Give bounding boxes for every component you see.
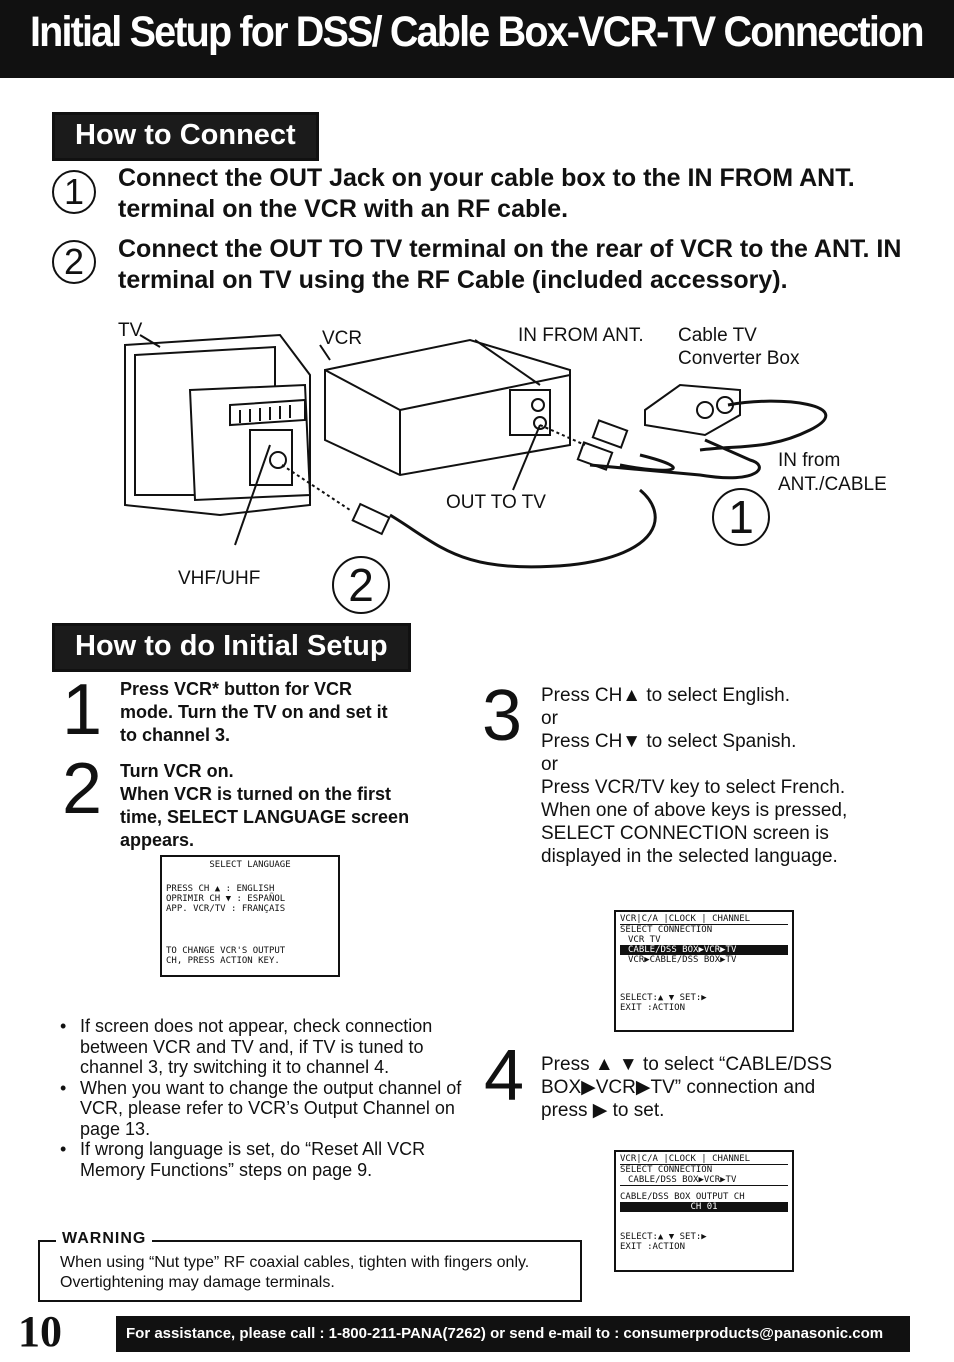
osd-connection-option-3: VCR▶CABLE/DSS BOX▶TV xyxy=(628,955,737,965)
converter-box-label: Converter Box xyxy=(678,348,800,369)
osd-language-footer-2: CH, PRESS ACTION KEY. xyxy=(166,956,280,966)
osd-output-footer-2: EXIT :ACTION xyxy=(620,1242,686,1252)
note-item: When you want to change the output chann… xyxy=(60,1078,470,1140)
title-bar: Initial Setup for DSS/ Cable Box-VCR-TV … xyxy=(0,0,954,78)
setup-step-2-line-1: Turn VCR on. xyxy=(120,761,234,781)
assistance-text: For assistance, please call : 1-800-211-… xyxy=(126,1325,884,1342)
setup-step-3-text: Press CH▲ to select English. or Press CH… xyxy=(541,684,931,868)
osd-connection-footer-1: SELECT:▲ ▼ SET:▶ xyxy=(620,993,707,1003)
setup-step-3-line-2: or xyxy=(541,708,558,729)
in-from-label: IN from xyxy=(778,450,841,471)
select-language-screen: SELECT LANGUAGE PRESS CH ▲ : ENGLISH OPR… xyxy=(160,855,340,977)
setup-step-4-text: Press ▲ ▼ to select “CABLE/DSS BOX▶VCR▶T… xyxy=(541,1053,931,1122)
out-to-tv-label: OUT TO TV xyxy=(446,492,546,513)
osd-output-connection: CABLE/DSS BOX▶VCR▶TV xyxy=(620,1175,788,1186)
osd-output-title: SELECT CONNECTION xyxy=(620,1165,713,1175)
select-connection-screen: VCR|C/A |CLOCK | CHANNEL SELECT CONNECTI… xyxy=(614,910,794,1032)
connection-diagram xyxy=(124,333,828,569)
vhf-uhf-label: VHF/UHF xyxy=(178,568,261,589)
step-circle-1: 1 xyxy=(52,170,96,214)
osd-connection-option-1: VCR TV xyxy=(628,935,661,945)
step-circle-2: 2 xyxy=(52,240,96,284)
osd-output-value-selected: CH 01 xyxy=(620,1202,788,1212)
initial-setup-heading: How to do Initial Setup xyxy=(52,623,411,672)
setup-step-1-line-2: mode. Turn the TV on and set it xyxy=(120,702,388,722)
note-item: If screen does not appear, check connect… xyxy=(60,1016,470,1078)
setup-step-3-line-7: SELECT CONNECTION screen is xyxy=(541,823,829,844)
osd-connection-tabs: VCR|C/A |CLOCK | CHANNEL xyxy=(620,914,788,925)
setup-step-3-line-4: or xyxy=(541,754,558,775)
setup-step-2-number: 2 xyxy=(62,749,103,829)
warning-text: When using “Nut type” RF coaxial cables,… xyxy=(60,1254,530,1291)
osd-connection-title: SELECT CONNECTION xyxy=(620,925,713,935)
connect-step-2-text: Connect the OUT TO TV terminal on the re… xyxy=(118,235,902,294)
setup-step-3-line-5: Press VCR/TV key to select French. xyxy=(541,777,846,798)
notes-list: If screen does not appear, check connect… xyxy=(60,1016,470,1180)
osd-connection-option-2-selected: CABLE/DSS BOX▶VCR▶TV xyxy=(620,945,788,955)
callout-1: 1 xyxy=(712,488,770,546)
setup-step-4-number: 4 xyxy=(484,1036,525,1116)
how-to-connect-heading: How to Connect xyxy=(52,112,319,161)
setup-step-3-line-3: Press CH▼ to select Spanish. xyxy=(541,731,797,752)
setup-step-3-line-8: displayed in the selected language. xyxy=(541,846,838,867)
vcr-label: VCR xyxy=(322,328,363,349)
setup-step-3-number: 3 xyxy=(482,676,523,756)
warning-label: WARNING xyxy=(56,1230,153,1248)
page-number: 10 xyxy=(18,1307,62,1356)
osd-language-footer-1: TO CHANGE VCR'S OUTPUT xyxy=(166,946,286,956)
assistance-bar: For assistance, please call : 1-800-211-… xyxy=(116,1316,910,1352)
setup-step-1-line-1: Press VCR* button for VCR xyxy=(120,679,353,699)
setup-step-1-number: 1 xyxy=(62,670,103,750)
setup-step-2-line-3: time, SELECT LANGUAGE screen xyxy=(120,807,410,827)
cable-tv-label: Cable TV xyxy=(678,325,757,346)
connect-step-1-text: Connect the OUT Jack on your cable box t… xyxy=(118,164,855,223)
osd-output-tabs: VCR|C/A |CLOCK | CHANNEL xyxy=(620,1154,788,1165)
osd-connection-footer-2: EXIT :ACTION xyxy=(620,1003,686,1013)
setup-step-3-line-1: Press CH▲ to select English. xyxy=(541,685,791,706)
ant-cable-label: ANT./CABLE xyxy=(778,474,887,495)
cable-box-illustration xyxy=(644,383,741,437)
osd-language-spanish: OPRIMIR CH ▼ : ESPAÑOL xyxy=(166,894,286,904)
setup-step-4-line-1: Press ▲ ▼ to select “CABLE/DSS xyxy=(541,1054,833,1075)
tv-illustration xyxy=(124,333,312,517)
osd-output-footer-1: SELECT:▲ ▼ SET:▶ xyxy=(620,1232,707,1242)
page-title: Initial Setup for DSS/ Cable Box-VCR-TV … xyxy=(30,8,924,56)
setup-step-4-line-2: BOX▶VCR▶TV” connection and xyxy=(541,1077,816,1098)
osd-language-french: APP. VCR/TV : FRANÇAIS xyxy=(166,904,286,914)
warning-top-rule xyxy=(38,1240,582,1242)
osd-language-title: SELECT LANGUAGE xyxy=(209,860,291,870)
setup-step-2-text: Turn VCR on. When VCR is turned on the f… xyxy=(120,760,480,852)
callout-2: 2 xyxy=(332,556,390,614)
setup-step-4-line-3: press ▶ to set. xyxy=(541,1100,665,1121)
osd-language-english: PRESS CH ▲ : ENGLISH xyxy=(166,884,275,894)
note-item: If wrong language is set, do “Reset All … xyxy=(60,1139,470,1180)
setup-step-2-line-4: appears. xyxy=(120,830,195,850)
setup-step-1-line-3: to channel 3. xyxy=(120,725,231,745)
setup-step-3-line-6: When one of above keys is pressed, xyxy=(541,800,848,821)
in-from-ant-label: IN FROM ANT. xyxy=(518,325,644,346)
setup-step-2-line-2: When VCR is turned on the first xyxy=(120,784,392,804)
warning-box xyxy=(38,1240,582,1302)
setup-step-1-text: Press VCR* button for VCR mode. Turn the… xyxy=(120,678,480,747)
tv-label: TV xyxy=(118,320,143,341)
vcr-illustration xyxy=(324,338,571,477)
osd-output-label: CABLE/DSS BOX OUTPUT CH xyxy=(620,1192,745,1202)
output-channel-screen: VCR|C/A |CLOCK | CHANNEL SELECT CONNECTI… xyxy=(614,1150,794,1272)
